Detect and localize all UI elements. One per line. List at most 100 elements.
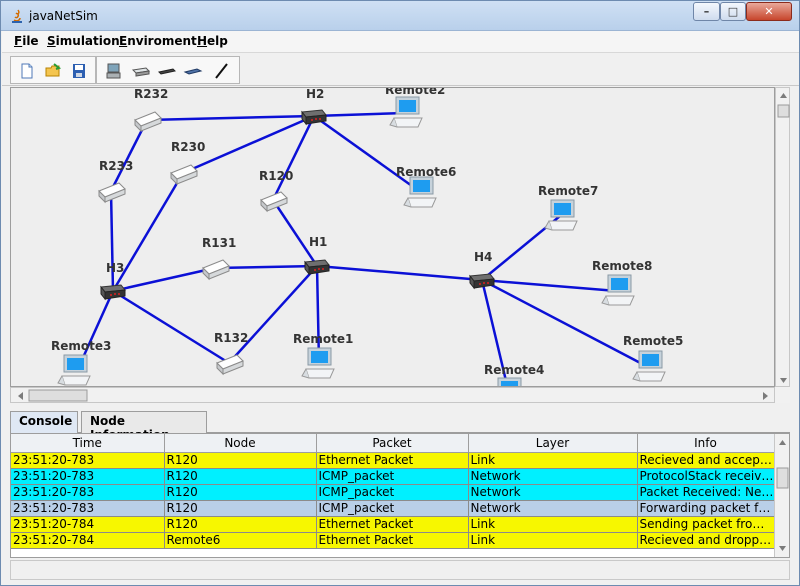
node-h2[interactable]: H2 <box>301 88 327 125</box>
minimize-button[interactable]: – <box>693 2 720 21</box>
cell-time: 23:51:20-784 <box>11 532 165 549</box>
add-switch-button[interactable] <box>182 60 204 82</box>
pc-icon <box>544 199 578 231</box>
node-label: Remote3 <box>51 339 111 353</box>
router-icon <box>260 191 288 212</box>
node-h1[interactable]: H1 <box>304 235 330 275</box>
column-packet[interactable]: Packet <box>316 434 469 453</box>
router-icon <box>131 67 151 77</box>
node-remote5[interactable]: Remote5 <box>623 334 683 382</box>
new-file-button[interactable] <box>16 60 38 82</box>
cell-node: R120 <box>164 484 317 501</box>
node-remote7[interactable]: Remote7 <box>538 184 598 231</box>
node-r232[interactable]: R232 <box>134 88 168 132</box>
node-r131[interactable]: R131 <box>202 236 236 280</box>
node-r230[interactable]: R230 <box>170 140 205 185</box>
cell-packet: Ethernet Packet <box>316 516 469 533</box>
add-router-button[interactable] <box>130 60 152 82</box>
menu-enviroment[interactable]: Enviroment <box>119 34 197 48</box>
scroll-thumb <box>776 467 789 489</box>
node-label: H3 <box>106 261 124 275</box>
column-time[interactable]: Time <box>11 434 165 453</box>
status-bar <box>10 560 790 580</box>
add-hub-button[interactable] <box>156 60 178 82</box>
menu-help[interactable]: Help <box>197 34 228 48</box>
maximize-button[interactable]: □ <box>720 2 746 21</box>
canvas-vertical-scrollbar[interactable] <box>775 87 790 387</box>
open-button[interactable] <box>42 60 64 82</box>
save-icon <box>73 64 85 78</box>
scroll-down-icon <box>780 378 787 383</box>
cell-layer: Link <box>468 516 638 533</box>
node-remote1[interactable]: Remote1 <box>293 332 353 379</box>
scroll-up-icon <box>780 93 787 98</box>
cell-info: Recieved and droppe... <box>637 532 775 549</box>
pc-icon <box>106 63 121 79</box>
cell-layer: Network <box>468 500 638 517</box>
close-icon: ✕ <box>764 5 774 18</box>
node-label: Remote7 <box>538 184 598 198</box>
bottom-tabs: Console Node Information <box>10 411 790 442</box>
node-label: R131 <box>202 236 236 250</box>
node-label: R230 <box>171 140 205 154</box>
cell-node: R120 <box>164 516 317 533</box>
scroll-thumb <box>777 104 790 118</box>
canvas-horizontal-scrollbar[interactable] <box>10 387 775 403</box>
menu-simulation[interactable]: Simulation <box>47 34 120 48</box>
node-r120[interactable]: R120 <box>259 169 293 212</box>
node-label: Remote6 <box>396 165 456 179</box>
pc-icon <box>57 354 91 386</box>
console-table-panel: Time Node Packet Layer Info 23:51:20-783… <box>10 433 790 558</box>
router-icon <box>98 182 126 203</box>
node-remote2[interactable]: Remote2 <box>385 88 445 128</box>
node-label: H4 <box>474 250 492 264</box>
node-remote8[interactable]: Remote8 <box>592 259 652 306</box>
node-remote4[interactable]: Remote4 <box>484 363 544 387</box>
node-remote6[interactable]: Remote6 <box>396 165 456 208</box>
node-h4[interactable]: H4 <box>469 250 495 289</box>
pc-icon <box>632 350 666 382</box>
hub-icon <box>469 273 495 289</box>
network-canvas[interactable]: R232 H2 Remote2 R233 R230 R120 Remote6 R… <box>10 87 775 387</box>
console-vertical-scrollbar[interactable] <box>774 434 789 557</box>
tab-node-information[interactable]: Node Information <box>81 411 207 442</box>
node-r233[interactable]: R233 <box>98 159 133 203</box>
node-label: Remote4 <box>484 363 544 377</box>
cell-layer: Network <box>468 468 638 485</box>
node-r132[interactable]: R132 <box>214 331 248 375</box>
cell-layer: Link <box>468 532 638 549</box>
pc-icon <box>389 96 423 128</box>
table-header: Time Node Packet Layer Info <box>11 434 775 453</box>
cell-info: Sending packet from i... <box>637 516 775 533</box>
switch-icon <box>183 68 203 75</box>
save-button[interactable] <box>68 60 90 82</box>
menu-bar: File Simulation Enviroment Help <box>2 31 799 53</box>
add-pc-button[interactable] <box>103 60 125 82</box>
hub-icon <box>157 68 177 75</box>
column-info[interactable]: Info <box>637 434 775 453</box>
node-label: Remote1 <box>293 332 353 346</box>
tab-console[interactable]: Console <box>10 411 78 433</box>
router-icon <box>170 164 198 185</box>
add-link-button[interactable] <box>210 60 232 82</box>
node-remote3[interactable]: Remote3 <box>51 339 111 386</box>
close-button[interactable]: ✕ <box>746 2 792 21</box>
cell-packet: ICMP_packet <box>316 468 469 485</box>
network-diagram: R232 H2 Remote2 R233 R230 R120 Remote6 R… <box>51 88 683 387</box>
column-node[interactable]: Node <box>164 434 317 453</box>
cell-info: Recieved and accepte... <box>637 452 775 469</box>
hub-icon <box>100 284 126 300</box>
maximize-icon: □ <box>727 5 739 18</box>
title-bar: javaNetSim – □ ✕ <box>1 1 799 31</box>
column-layer[interactable]: Layer <box>468 434 638 453</box>
cell-time: 23:51:20-783 <box>11 500 165 517</box>
menu-file[interactable]: File <box>14 34 39 48</box>
node-h3[interactable]: H3 <box>100 261 126 300</box>
